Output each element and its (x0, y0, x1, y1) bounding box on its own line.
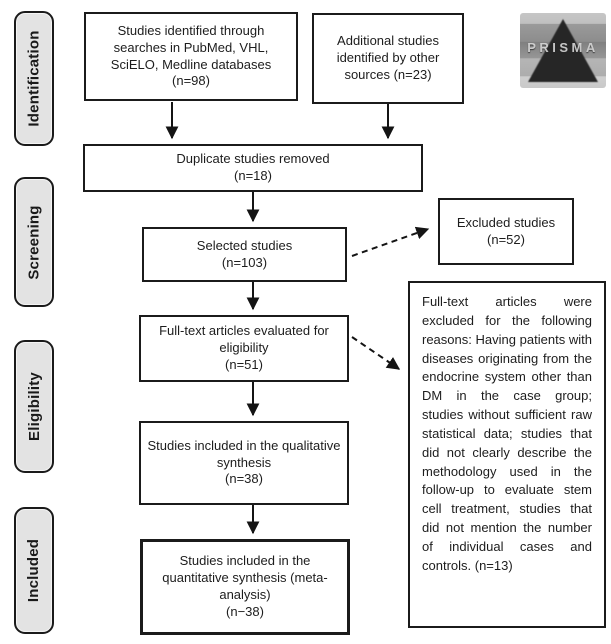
box-additional-studies: Additional studies identified by other s… (312, 13, 464, 104)
box-additional-text: Additional studies identified by other s… (336, 33, 440, 82)
box-qualitative-synthesis: Studies included in the qualitative synt… (139, 421, 349, 505)
box-qualitative-count: (n=38) (225, 471, 263, 487)
stage-eligibility: Eligibility (14, 340, 54, 473)
box-qualitative-text: Studies included in the qualitative synt… (147, 437, 341, 470)
stage-screening: Screening (14, 177, 54, 307)
box-fulltext-count: (n=51) (225, 356, 263, 372)
box-excluded-text: Excluded studies (456, 214, 556, 230)
box-identified-count: (n=98) (172, 73, 210, 89)
box-fulltext-text: Full-text articles evaluated for eligibi… (159, 323, 329, 356)
box-quantitative-count: (n−38) (226, 603, 264, 619)
stage-screening-label: Screening (25, 204, 43, 280)
prisma-logo-text: PRISMA (527, 40, 599, 55)
box-identified-text: Studies identified through searches in P… (110, 22, 272, 72)
box-selected-studies: Selected studies (n=103) (142, 227, 347, 282)
box-selected-text: Selected studies (196, 237, 293, 253)
stage-identification: Identification (14, 11, 54, 146)
box-selected-count: (n=103) (221, 254, 268, 270)
stage-identification-label: Identification (25, 30, 43, 127)
prism-triangle-icon (528, 19, 598, 82)
box-quantitative-text: Studies included in the quantitative syn… (162, 553, 328, 602)
box-quantitative-synthesis: Studies included in the quantitative syn… (140, 539, 350, 635)
box-exclusion-reasons-text: Full-text articles were excluded for the… (422, 294, 592, 573)
box-duplicates-text: Duplicate studies removed (176, 151, 330, 167)
box-exclusion-reasons: Full-text articles were excluded for the… (408, 281, 606, 628)
box-duplicates-count: (n=18) (234, 168, 272, 183)
dashed-arrow-fulltext-to-reasons (351, 336, 401, 370)
box-identified-studies: Studies identified through searches in P… (84, 12, 298, 101)
box-excluded-count: (n=52) (487, 231, 525, 247)
stage-included: Included (14, 507, 54, 634)
box-excluded-studies: Excluded studies (n=52) (438, 198, 574, 265)
dashed-arrow-selected-to-excluded (351, 226, 430, 257)
prisma-logo: PRISMA (520, 13, 606, 88)
stage-included-label: Included (25, 538, 43, 603)
box-duplicates-removed: Duplicate studies removed (n=18) (83, 144, 423, 192)
stage-eligibility-label: Eligibility (25, 372, 43, 441)
box-fulltext-evaluated: Full-text articles evaluated for eligibi… (139, 315, 349, 382)
